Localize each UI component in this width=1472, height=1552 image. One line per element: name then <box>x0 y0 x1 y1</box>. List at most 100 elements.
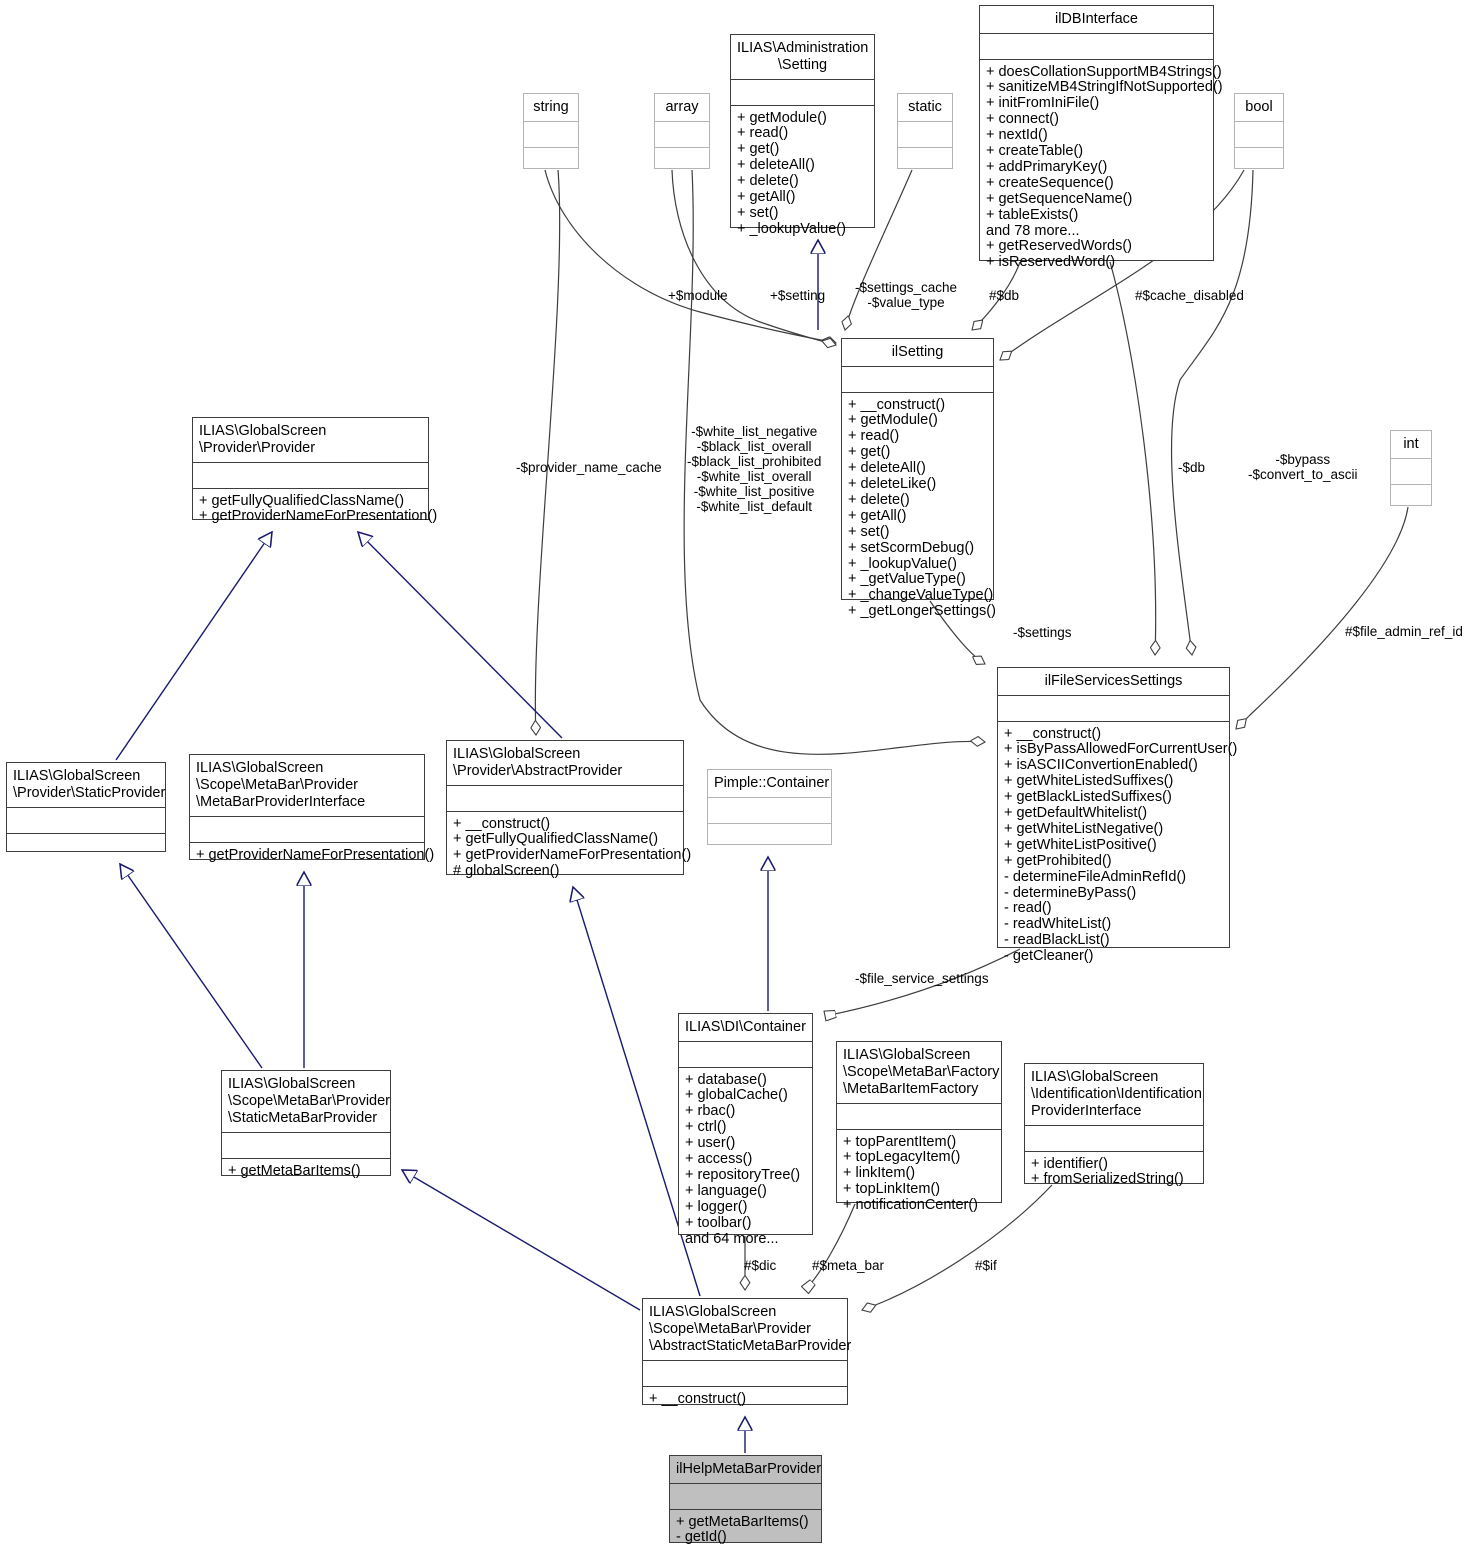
class-node-int[interactable]: int <box>1390 430 1432 506</box>
class-node-operations: + getFullyQualifiedClassName()+ getProvi… <box>193 489 437 530</box>
class-operation: + getDefaultWhitelist() <box>1004 805 1148 822</box>
class-operation: + isReservedWord() <box>986 254 1116 271</box>
class-operation: + rbac() <box>685 1103 736 1120</box>
edge-label-db-top: #$db <box>989 288 1020 303</box>
class-node-string[interactable]: string <box>523 93 579 169</box>
class-node-ilhelpmetabarprovider[interactable]: ilHelpMetaBarProvider+ getMetaBarItems()… <box>669 1455 822 1545</box>
class-operation: + notificationCenter() <box>843 1197 978 1214</box>
class-node-divider <box>998 695 1229 696</box>
class-node-divider <box>7 807 165 808</box>
class-node-bool[interactable]: bool <box>1234 93 1284 169</box>
class-node-divider <box>679 1067 812 1068</box>
class-node-staticprovider[interactable]: ILIAS\GlobalScreen \Provider\StaticProvi… <box>6 762 166 852</box>
class-node-static[interactable]: static <box>897 93 953 169</box>
class-node-attributes <box>190 817 424 842</box>
class-operation: + setScormDebug() <box>848 539 975 556</box>
class-node-abstractstaticmetabarprovider[interactable]: ILIAS\GlobalScreen \Scope\MetaBar\Provid… <box>642 1298 851 1406</box>
class-operation: + identifier() <box>1031 1155 1108 1172</box>
class-operation: + getProviderNameForPresentation() <box>196 846 435 863</box>
class-node-ilsetting[interactable]: ilSetting+ __construct()+ getModule()+ r… <box>841 338 996 618</box>
class-node-divider <box>447 785 683 786</box>
class-node-attributes <box>7 808 165 833</box>
class-operation: + getWhiteListedSuffixes() <box>1004 773 1174 790</box>
class-node-title: ILIAS\Administration \Setting <box>737 40 869 73</box>
class-node-abstractprovider[interactable]: ILIAS\GlobalScreen \Provider\AbstractPro… <box>446 740 691 879</box>
class-node-divider <box>708 823 831 824</box>
class-node-title: ilHelpMetaBarProvider <box>676 1461 822 1477</box>
edge-label-module: +$module <box>668 288 728 303</box>
class-node-operations: + __construct()+ getFullyQualifiedClassN… <box>447 812 691 885</box>
class-node-attributes <box>998 696 1229 721</box>
class-node-divider <box>655 121 709 122</box>
class-operation: + topLinkItem() <box>843 1181 941 1198</box>
class-node-attributes <box>643 1361 847 1386</box>
class-operation: + delete() <box>737 173 799 190</box>
class-operation: + deleteAll() <box>848 460 926 477</box>
class-node-title: ILIAS\GlobalScreen \Provider\StaticProvi… <box>13 768 166 801</box>
class-operation: + __construct() <box>453 815 551 832</box>
class-operation: + set() <box>848 523 890 540</box>
class-operation: + getReservedWords() <box>986 238 1132 255</box>
class-operation: + _changeValueType() <box>848 587 994 604</box>
class-node-divider <box>898 147 952 148</box>
class-node-staticmetabarprovider[interactable]: ILIAS\GlobalScreen \Scope\MetaBar\Provid… <box>221 1070 391 1178</box>
class-operation: + getWhiteListPositive() <box>1004 836 1157 853</box>
class-operation: + getBlackListedSuffixes() <box>1004 789 1172 806</box>
class-node-metabaritemfactory[interactable]: ILIAS\GlobalScreen \Scope\MetaBar\Factor… <box>836 1041 1002 1212</box>
edge-label-settings-cache: -$settings_cache -$value_type <box>855 280 958 310</box>
class-node-operations: + getModule()+ read()+ get()+ deleteAll(… <box>731 106 874 242</box>
class-node-divider <box>524 147 578 148</box>
class-node-operations <box>7 834 165 843</box>
class-node-divider <box>842 366 993 367</box>
class-node-divider <box>708 797 831 798</box>
class-operation: + read() <box>737 125 789 142</box>
class-node-divider <box>980 33 1213 34</box>
class-node-divider <box>7 833 165 834</box>
class-node-attributes <box>670 1484 821 1509</box>
class-operation: + get() <box>737 141 780 158</box>
edge-label-file-service-settings: -$file_service_settings <box>855 971 989 986</box>
class-node-divider <box>1391 484 1431 485</box>
class-node-title: int <box>1403 436 1419 452</box>
class-node-operations: + __construct()+ isByPassAllowedForCurre… <box>998 722 1237 969</box>
class-node-array[interactable]: array <box>654 93 710 169</box>
class-node-globalscreen-provider[interactable]: ILIAS\GlobalScreen \Provider\Provider+ g… <box>192 417 437 524</box>
class-operation: + getProhibited() <box>1004 852 1112 869</box>
class-node-metabarproviderinterface[interactable]: ILIAS\GlobalScreen \Scope\MetaBar\Provid… <box>189 754 435 863</box>
class-operation: and 64 more... <box>685 1230 779 1247</box>
class-node-title: ILIAS\GlobalScreen \Provider\Provider <box>199 423 327 456</box>
edge-label-meta-bar: #$meta_bar <box>812 1258 885 1273</box>
class-node-divider <box>898 121 952 122</box>
class-node-ilfileservicessettings[interactable]: ilFileServicesSettings+ __construct()+ i… <box>997 667 1237 963</box>
class-node-attributes <box>731 80 874 105</box>
class-node-attributes <box>708 798 831 823</box>
class-node-ildbinterface[interactable]: ilDBInterface+ doesCollationSupportMB4St… <box>979 5 1223 270</box>
class-operation: + doesCollationSupportMB4Strings() <box>986 63 1222 80</box>
class-node-operations <box>1391 485 1431 494</box>
class-operation: # globalScreen() <box>453 863 560 880</box>
class-operation: + repositoryTree() <box>685 1166 801 1183</box>
edge-label-db-mid: -$db <box>1178 460 1206 475</box>
class-node-di-container[interactable]: ILIAS\DI\Container+ database()+ globalCa… <box>678 1013 813 1246</box>
class-operation: + getFullyQualifiedClassName() <box>453 831 659 848</box>
class-node-divider <box>643 1386 847 1387</box>
class-node-pimple-container[interactable]: Pimple::Container <box>707 769 832 845</box>
class-operation: + getAll() <box>737 189 796 206</box>
class-operation: + _lookupValue() <box>848 555 957 572</box>
class-node-operations: + getMetaBarItems() <box>222 1159 390 1184</box>
class-node-divider <box>447 811 683 812</box>
class-operation: + topParentItem() <box>843 1133 957 1150</box>
class-operation: + getModule() <box>848 412 938 429</box>
edge-label-dic: #$dic <box>744 1258 777 1273</box>
class-node-identificationproviderinterface[interactable]: ILIAS\GlobalScreen \Identification\Ident… <box>1024 1063 1204 1187</box>
class-node-title: ilFileServicesSettings <box>1044 673 1183 689</box>
class-node-attributes <box>837 1104 1001 1129</box>
class-node-administration-setting[interactable]: ILIAS\Administration \Setting + getModule… <box>730 34 875 236</box>
edge-label-bypass-convert: -$bypass -$convert_to_ascii <box>1248 452 1358 482</box>
class-operation: + delete() <box>848 491 910 508</box>
class-operation: + getModule() <box>737 109 827 126</box>
class-operation: + deleteLike() <box>848 476 937 493</box>
class-operation: + set() <box>737 204 779 221</box>
edge-label-provider-name-cache: -$provider_name_cache <box>516 460 662 475</box>
class-operation: + nextId() <box>986 127 1048 144</box>
